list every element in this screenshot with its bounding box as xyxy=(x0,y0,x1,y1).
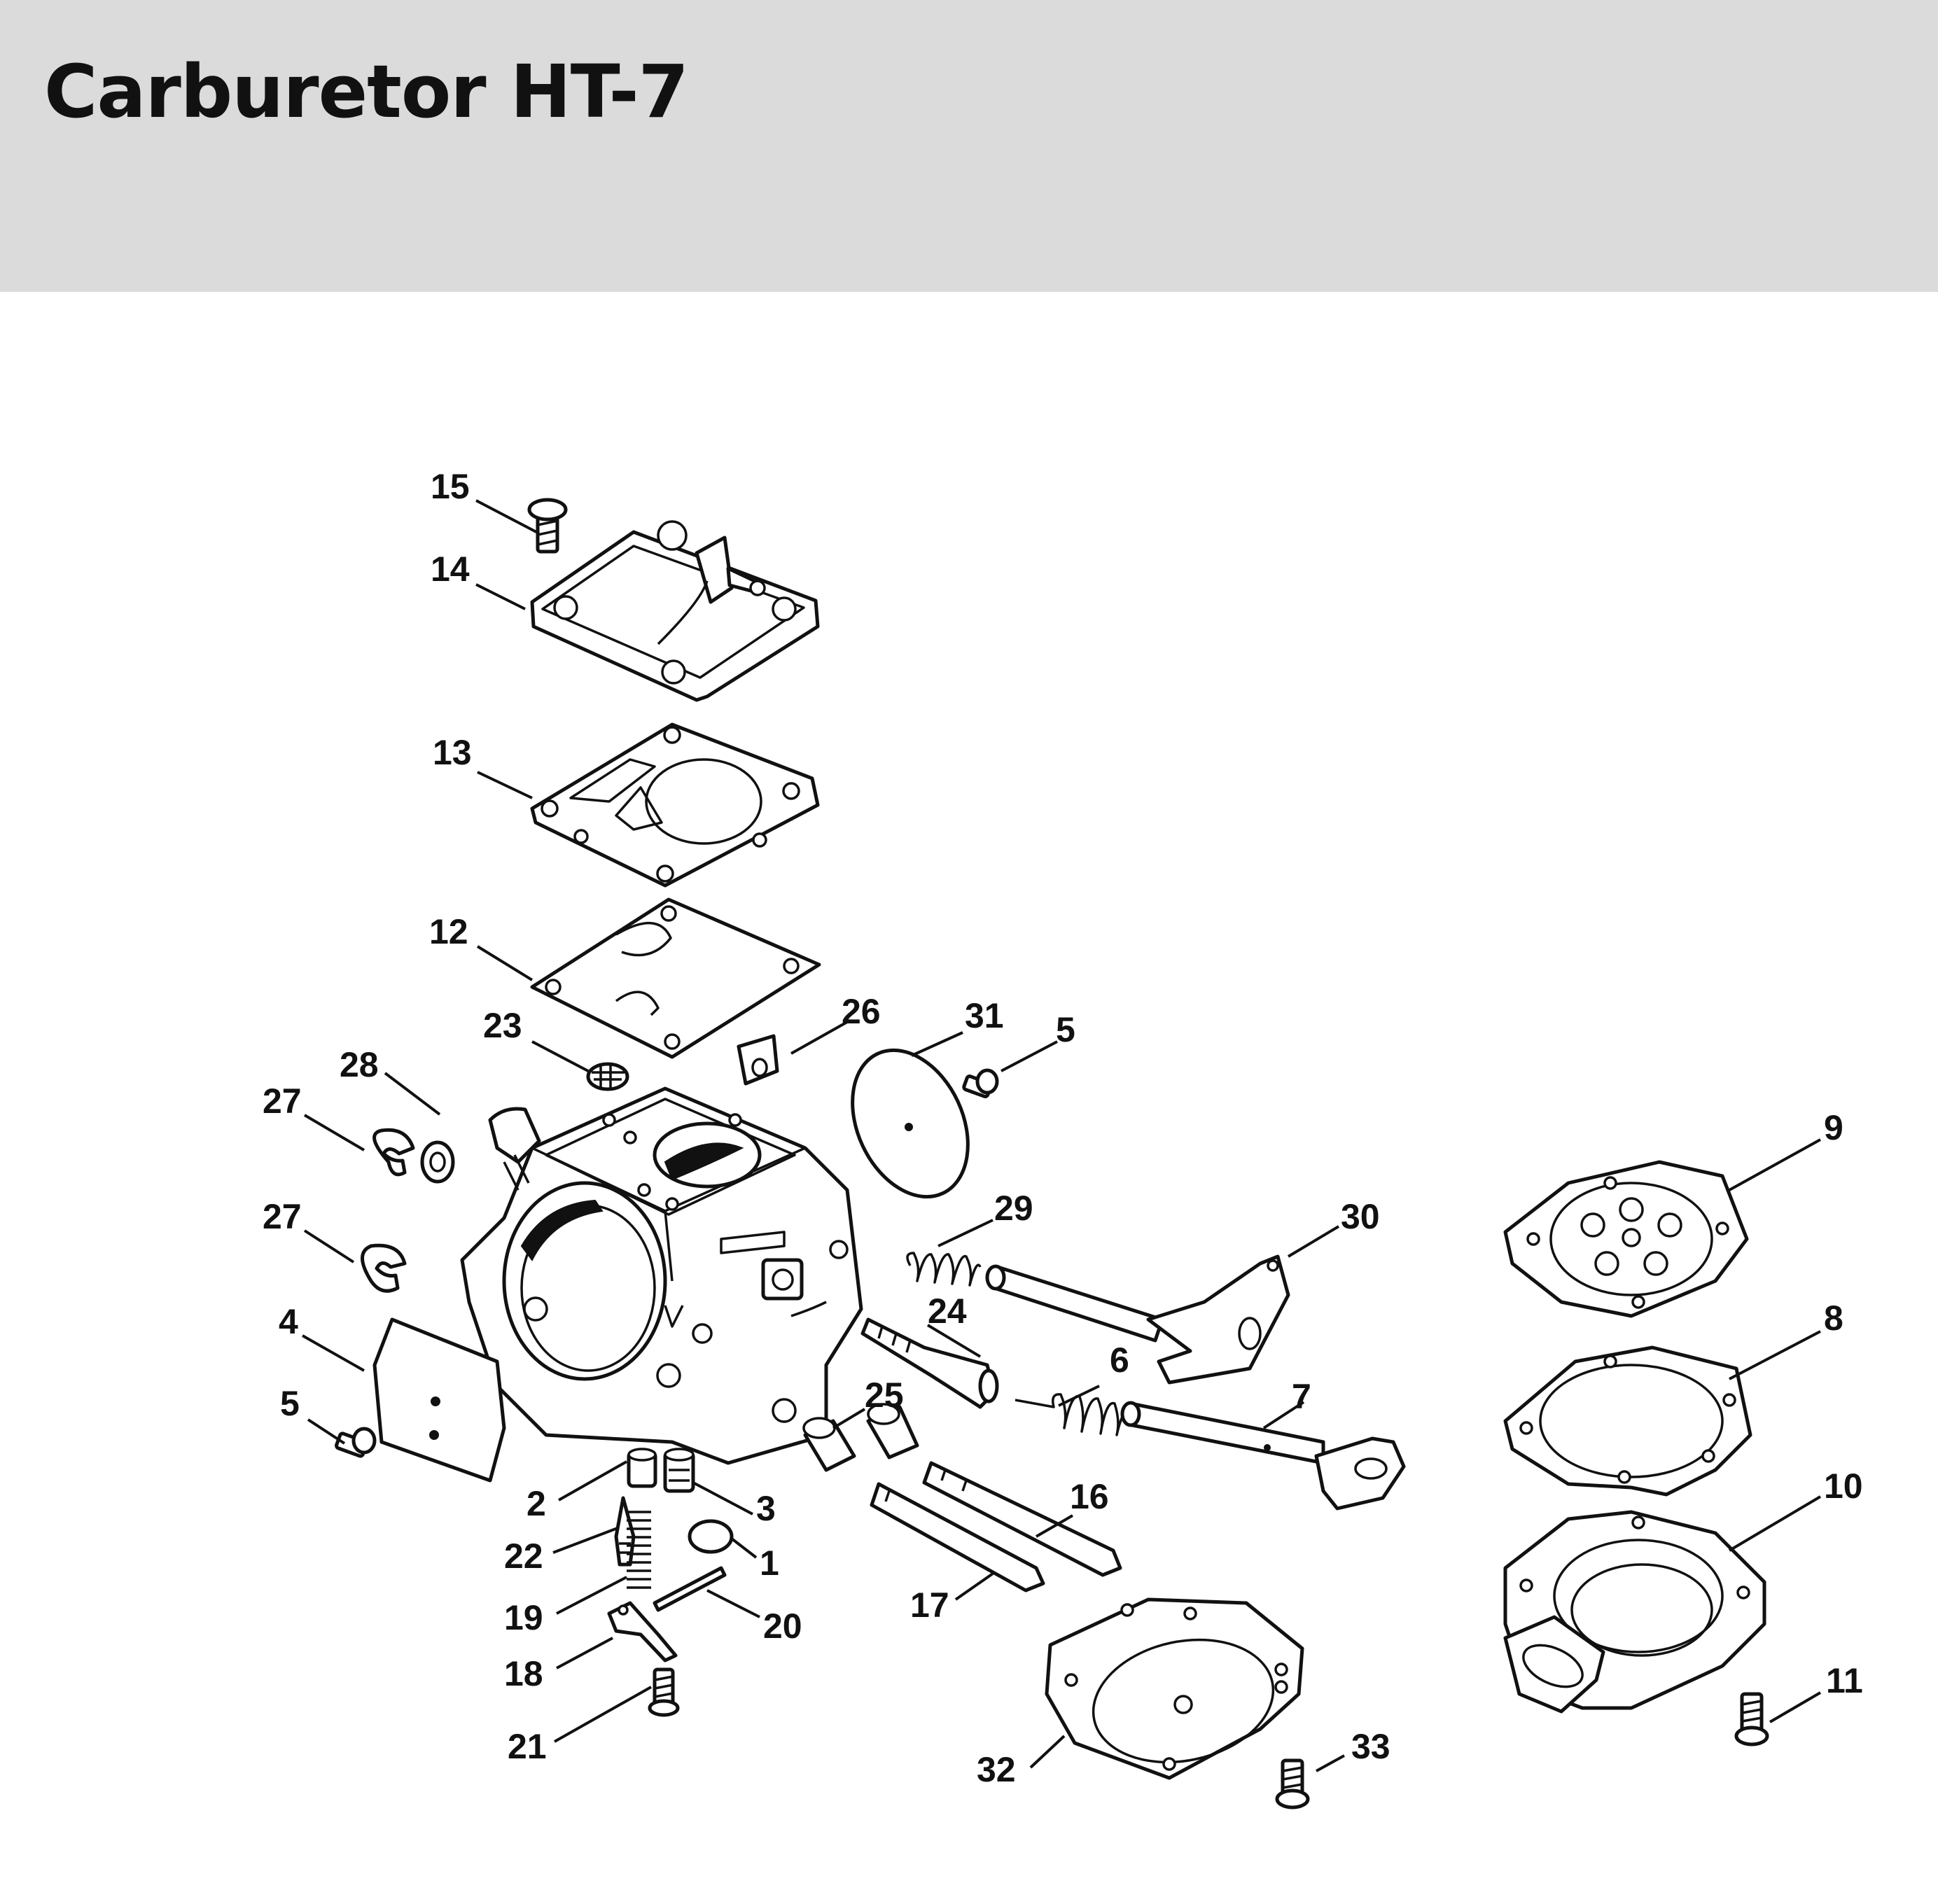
callout-29: 29 xyxy=(994,1189,1033,1228)
part-19-spring xyxy=(627,1511,651,1589)
callout-6: 6 xyxy=(1110,1340,1129,1380)
callout-33: 33 xyxy=(1351,1727,1390,1766)
callout-15: 15 xyxy=(431,467,470,506)
callout-7: 7 xyxy=(1292,1377,1311,1416)
part-32-cover xyxy=(1045,1597,1304,1780)
part-24-needle xyxy=(860,1317,999,1409)
part-6-spring xyxy=(1015,1393,1139,1436)
callout-14: 14 xyxy=(431,550,470,589)
callout-20: 20 xyxy=(763,1606,802,1646)
part-21-screw xyxy=(648,1667,680,1717)
part-5-screw-top xyxy=(962,1068,999,1098)
callout-11: 11 xyxy=(1826,1661,1863,1700)
part-30-throttle-shaft xyxy=(985,1254,1290,1385)
callout-25: 25 xyxy=(865,1376,904,1415)
callout-12: 12 xyxy=(429,912,468,951)
part-2-jet xyxy=(627,1448,657,1488)
part-26-cap xyxy=(737,1034,779,1086)
callout-1: 1 xyxy=(760,1544,779,1583)
part-25-caps xyxy=(802,1403,919,1472)
callout-10: 10 xyxy=(1824,1466,1863,1506)
part-4-choke-plate xyxy=(372,1317,506,1483)
callout-31: 31 xyxy=(965,996,1004,1035)
callout-13: 13 xyxy=(433,733,472,772)
callout-2: 2 xyxy=(527,1484,546,1523)
part-28-washer xyxy=(420,1140,455,1184)
callout-30: 30 xyxy=(1341,1197,1380,1236)
part-27-e-clip-upper xyxy=(372,1128,415,1177)
callout-17: 17 xyxy=(910,1586,949,1625)
part-27-e-clip-lower xyxy=(361,1243,407,1293)
part-33-screw xyxy=(1275,1758,1310,1809)
leader-lines xyxy=(302,499,1822,1772)
part-14-pump-cover xyxy=(530,520,820,702)
part-8-gasket xyxy=(1503,1345,1752,1497)
callout-24: 24 xyxy=(928,1292,967,1331)
callout-5-lower: 5 xyxy=(280,1384,300,1423)
part-9-metering-diaphragm xyxy=(1503,1160,1749,1318)
part-1-disc xyxy=(688,1519,734,1554)
part-29-spring xyxy=(906,1252,982,1287)
part-12-pump-diaphragm xyxy=(530,897,821,1059)
callout-18: 18 xyxy=(504,1654,543,1693)
part-20-pin xyxy=(653,1566,727,1612)
callout-4: 4 xyxy=(279,1302,298,1341)
part-18-inlet-lever xyxy=(607,1601,678,1662)
part-31-throttle-plate xyxy=(851,1048,970,1199)
part-11-screw xyxy=(1734,1692,1769,1746)
carburetor-body xyxy=(460,1086,863,1465)
part-13-gasket xyxy=(530,722,820,888)
callout-numbers: 15 14 13 12 23 26 31 5 28 27 27 29 30 4 … xyxy=(263,467,1863,1789)
part-17-shaft xyxy=(870,1482,1045,1592)
callout-3: 3 xyxy=(756,1489,776,1528)
part-22-inlet-needle xyxy=(614,1496,636,1567)
callout-32: 32 xyxy=(977,1750,1016,1789)
part-7-choke-shaft xyxy=(1120,1401,1406,1511)
part-3-jet xyxy=(663,1448,695,1493)
part-16-shaft xyxy=(922,1461,1122,1577)
callout-9: 9 xyxy=(1824,1108,1843,1147)
callout-27-upper: 27 xyxy=(263,1082,302,1121)
callout-21: 21 xyxy=(508,1727,547,1766)
callout-22: 22 xyxy=(504,1536,543,1576)
part-23-screen xyxy=(586,1062,629,1091)
callout-23: 23 xyxy=(483,1006,522,1045)
callout-16: 16 xyxy=(1070,1477,1109,1516)
page-header: Carburetor HT-7 xyxy=(0,0,1938,292)
part-15-screw xyxy=(527,498,568,554)
page-title: Carburetor HT-7 xyxy=(44,49,689,134)
callout-8: 8 xyxy=(1824,1298,1843,1338)
callout-26: 26 xyxy=(842,992,881,1031)
callout-5-top: 5 xyxy=(1056,1010,1075,1049)
callout-19: 19 xyxy=(504,1598,543,1637)
callout-28: 28 xyxy=(340,1045,379,1084)
callout-27-lower: 27 xyxy=(263,1197,302,1236)
part-10-cover xyxy=(1503,1510,1766,1714)
